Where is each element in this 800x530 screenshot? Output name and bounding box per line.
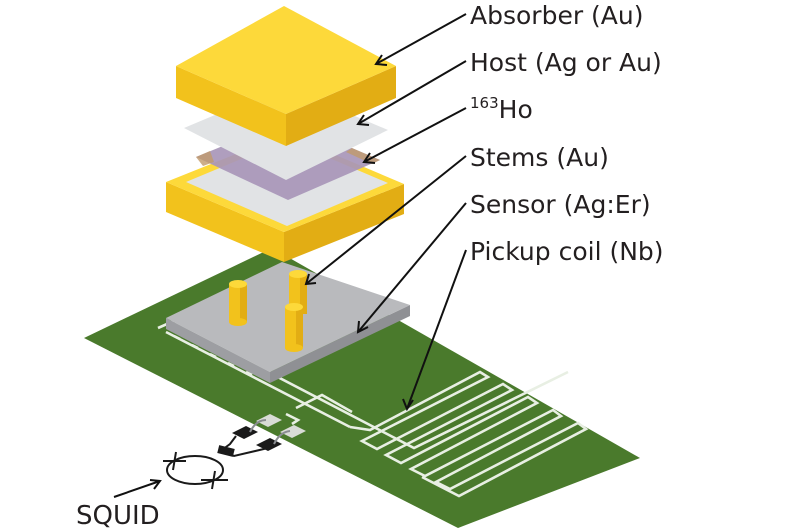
absorber-upper <box>176 6 396 146</box>
stems <box>229 270 307 352</box>
label-pickup-coil: Pickup coil (Nb) <box>470 237 664 266</box>
arrowhead-absorber <box>374 54 388 66</box>
squid-readout: SQUID <box>76 414 306 530</box>
component-labels: Absorber (Au) Host (Ag or Au) 163Ho Stem… <box>470 1 664 266</box>
leader-absorber <box>375 13 467 65</box>
lead-trace-1 <box>295 393 353 414</box>
leader-isotope <box>363 107 467 163</box>
label-isotope-symbol: Ho <box>499 95 533 124</box>
squid-input-coil <box>217 445 235 457</box>
squid-pad-light-2 <box>280 425 306 438</box>
label-isotope: 163Ho <box>470 94 533 124</box>
leader-lines <box>304 13 467 412</box>
squid-arrowhead <box>149 479 162 490</box>
arrowhead-host <box>356 114 370 126</box>
sensor-side-left <box>166 318 270 383</box>
stem-front <box>285 303 303 352</box>
squid-pad-light-1 <box>256 414 282 427</box>
squid-leader <box>113 480 161 498</box>
ho163-edge-right <box>346 148 380 164</box>
absorber-upper-side-left <box>176 66 286 146</box>
label-stems: Stems (Au) <box>470 143 609 172</box>
lead-trace-2 <box>285 412 301 426</box>
label-absorber: Absorber (Au) <box>470 1 644 30</box>
ho163-edge-left <box>196 151 214 166</box>
bond-wire-2 <box>273 430 291 445</box>
josephson-junction-1 <box>163 451 186 471</box>
absorber-upper-top <box>176 6 396 114</box>
leader-stems <box>305 155 467 285</box>
label-isotope-mass-number: 163 <box>470 94 499 112</box>
arrowhead-isotope <box>362 152 376 164</box>
arrowhead-sensor <box>356 320 369 334</box>
squid-label: SQUID <box>76 501 160 530</box>
meander-coil <box>349 370 589 498</box>
leader-host <box>357 60 467 125</box>
absorber-upper-side-right <box>286 66 396 146</box>
arrowhead-pickup-coil <box>402 398 414 412</box>
stem-left <box>229 280 247 326</box>
sensor-bond-pads <box>173 334 253 377</box>
leader-pickup-coil <box>406 249 467 410</box>
leader-sensor <box>357 202 467 333</box>
arrowhead-stems <box>304 273 317 286</box>
josephson-junction-2 <box>201 470 228 490</box>
absorber-lower-side-right <box>284 184 404 262</box>
sensor-side-right <box>270 305 410 383</box>
squid-loop <box>166 455 224 485</box>
bond-wire-1 <box>249 419 267 433</box>
label-host: Host (Ag or Au) <box>470 48 662 77</box>
absorber-lower-side-left <box>166 182 284 262</box>
label-sensor: Sensor (Ag:Er) <box>470 190 651 219</box>
